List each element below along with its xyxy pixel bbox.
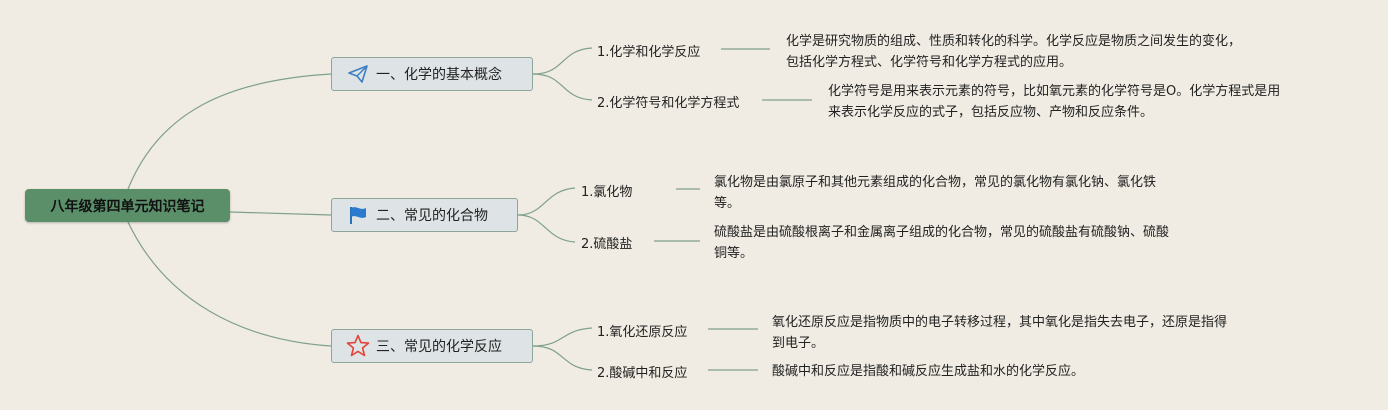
connector-root-branch-1 [127, 73, 332, 190]
branch-title: 一、化学的基本概念 [376, 67, 502, 83]
leaf-description: 硫酸盐是由硫酸根离子和金属离子组成的化合物，常见的硫酸盐有硫酸钠、硫酸 铜等。 [714, 222, 1169, 264]
leaf-description: 化学符号是用来表示元素的符号，比如氧元素的化学符号是O。化学方程式是用 来表示化… [828, 81, 1280, 123]
desc-line: 来表示化学反应的式子，包括反应物、产物和反应条件。 [828, 105, 1154, 120]
connector-b1-leaf2 [532, 73, 593, 101]
desc-line: 等。 [714, 196, 741, 211]
paper-plane-icon [346, 62, 370, 86]
connector-root-branch-3 [127, 221, 332, 347]
leaf-label[interactable]: 1.氧化还原反应 [597, 325, 688, 340]
connector-b1-leaf1 [532, 47, 593, 75]
desc-line: 化学符号是用来表示元素的符号，比如氧元素的化学符号是O。化学方程式是用 [828, 84, 1281, 99]
root-node[interactable]: 八年级第四单元知识笔记 [25, 189, 230, 222]
branch-title: 三、常见的化学反应 [376, 339, 502, 355]
leaf-label[interactable]: 1.氯化物 [581, 185, 633, 200]
root-title: 八年级第四单元知识笔记 [50, 198, 205, 215]
branch-node-3[interactable]: 三、常见的化学反应 [331, 329, 533, 363]
leaf-label[interactable]: 1.化学和化学反应 [597, 45, 701, 60]
leaf-description: 化学是研究物质的组成、性质和转化的科学。化学反应是物质之间发生的变化， 包括化学… [786, 31, 1241, 73]
leaf-description: 酸碱中和反应是指酸和碱反应生成盐和水的化学反应。 [772, 361, 1084, 382]
star-icon [346, 334, 370, 358]
connector-root-branch-2 [229, 211, 332, 216]
desc-line: 硫酸盐是由硫酸根离子和金属离子组成的化合物，常见的硫酸盐有硫酸钠、硫酸 [714, 225, 1170, 240]
desc-line: 氯化物是由氯原子和其他元素组成的化合物，常见的氯化物有氯化钠、氯化铁 [714, 175, 1157, 190]
connector-b3-leaf1 [532, 327, 593, 347]
desc-line: 到电子。 [772, 336, 825, 351]
branch-node-2[interactable]: 二、常见的化合物 [331, 198, 518, 232]
connector-b2-leaf2 [517, 214, 576, 243]
leaf-description: 氯化物是由氯原子和其他元素组成的化合物，常见的氯化物有氯化钠、氯化铁 等。 [714, 172, 1156, 214]
leaf-label[interactable]: 2.硫酸盐 [581, 237, 633, 252]
desc-line: 氧化还原反应是指物质中的电子转移过程，其中氧化是指失去电子，还原是指得 [772, 315, 1228, 330]
desc-line: 铜等。 [714, 246, 754, 261]
desc-line: 化学是研究物质的组成、性质和转化的科学。化学反应是物质之间发生的变化， [786, 34, 1242, 49]
desc-line: 包括化学方程式、化学符号和化学方程式的应用。 [786, 55, 1073, 70]
leaf-label[interactable]: 2.化学符号和化学方程式 [597, 96, 740, 111]
leaf-description: 氧化还原反应是指物质中的电子转移过程，其中氧化是指失去电子，还原是指得 到电子。 [772, 312, 1227, 354]
branch-title: 二、常见的化合物 [376, 208, 488, 224]
connector-b3-leaf2 [532, 345, 593, 371]
flag-icon [346, 203, 370, 227]
leaf-label[interactable]: 2.酸碱中和反应 [597, 366, 688, 381]
desc-line: 酸碱中和反应是指酸和碱反应生成盐和水的化学反应。 [772, 364, 1085, 379]
branch-node-1[interactable]: 一、化学的基本概念 [331, 57, 533, 91]
connector-b2-leaf1 [517, 187, 576, 216]
